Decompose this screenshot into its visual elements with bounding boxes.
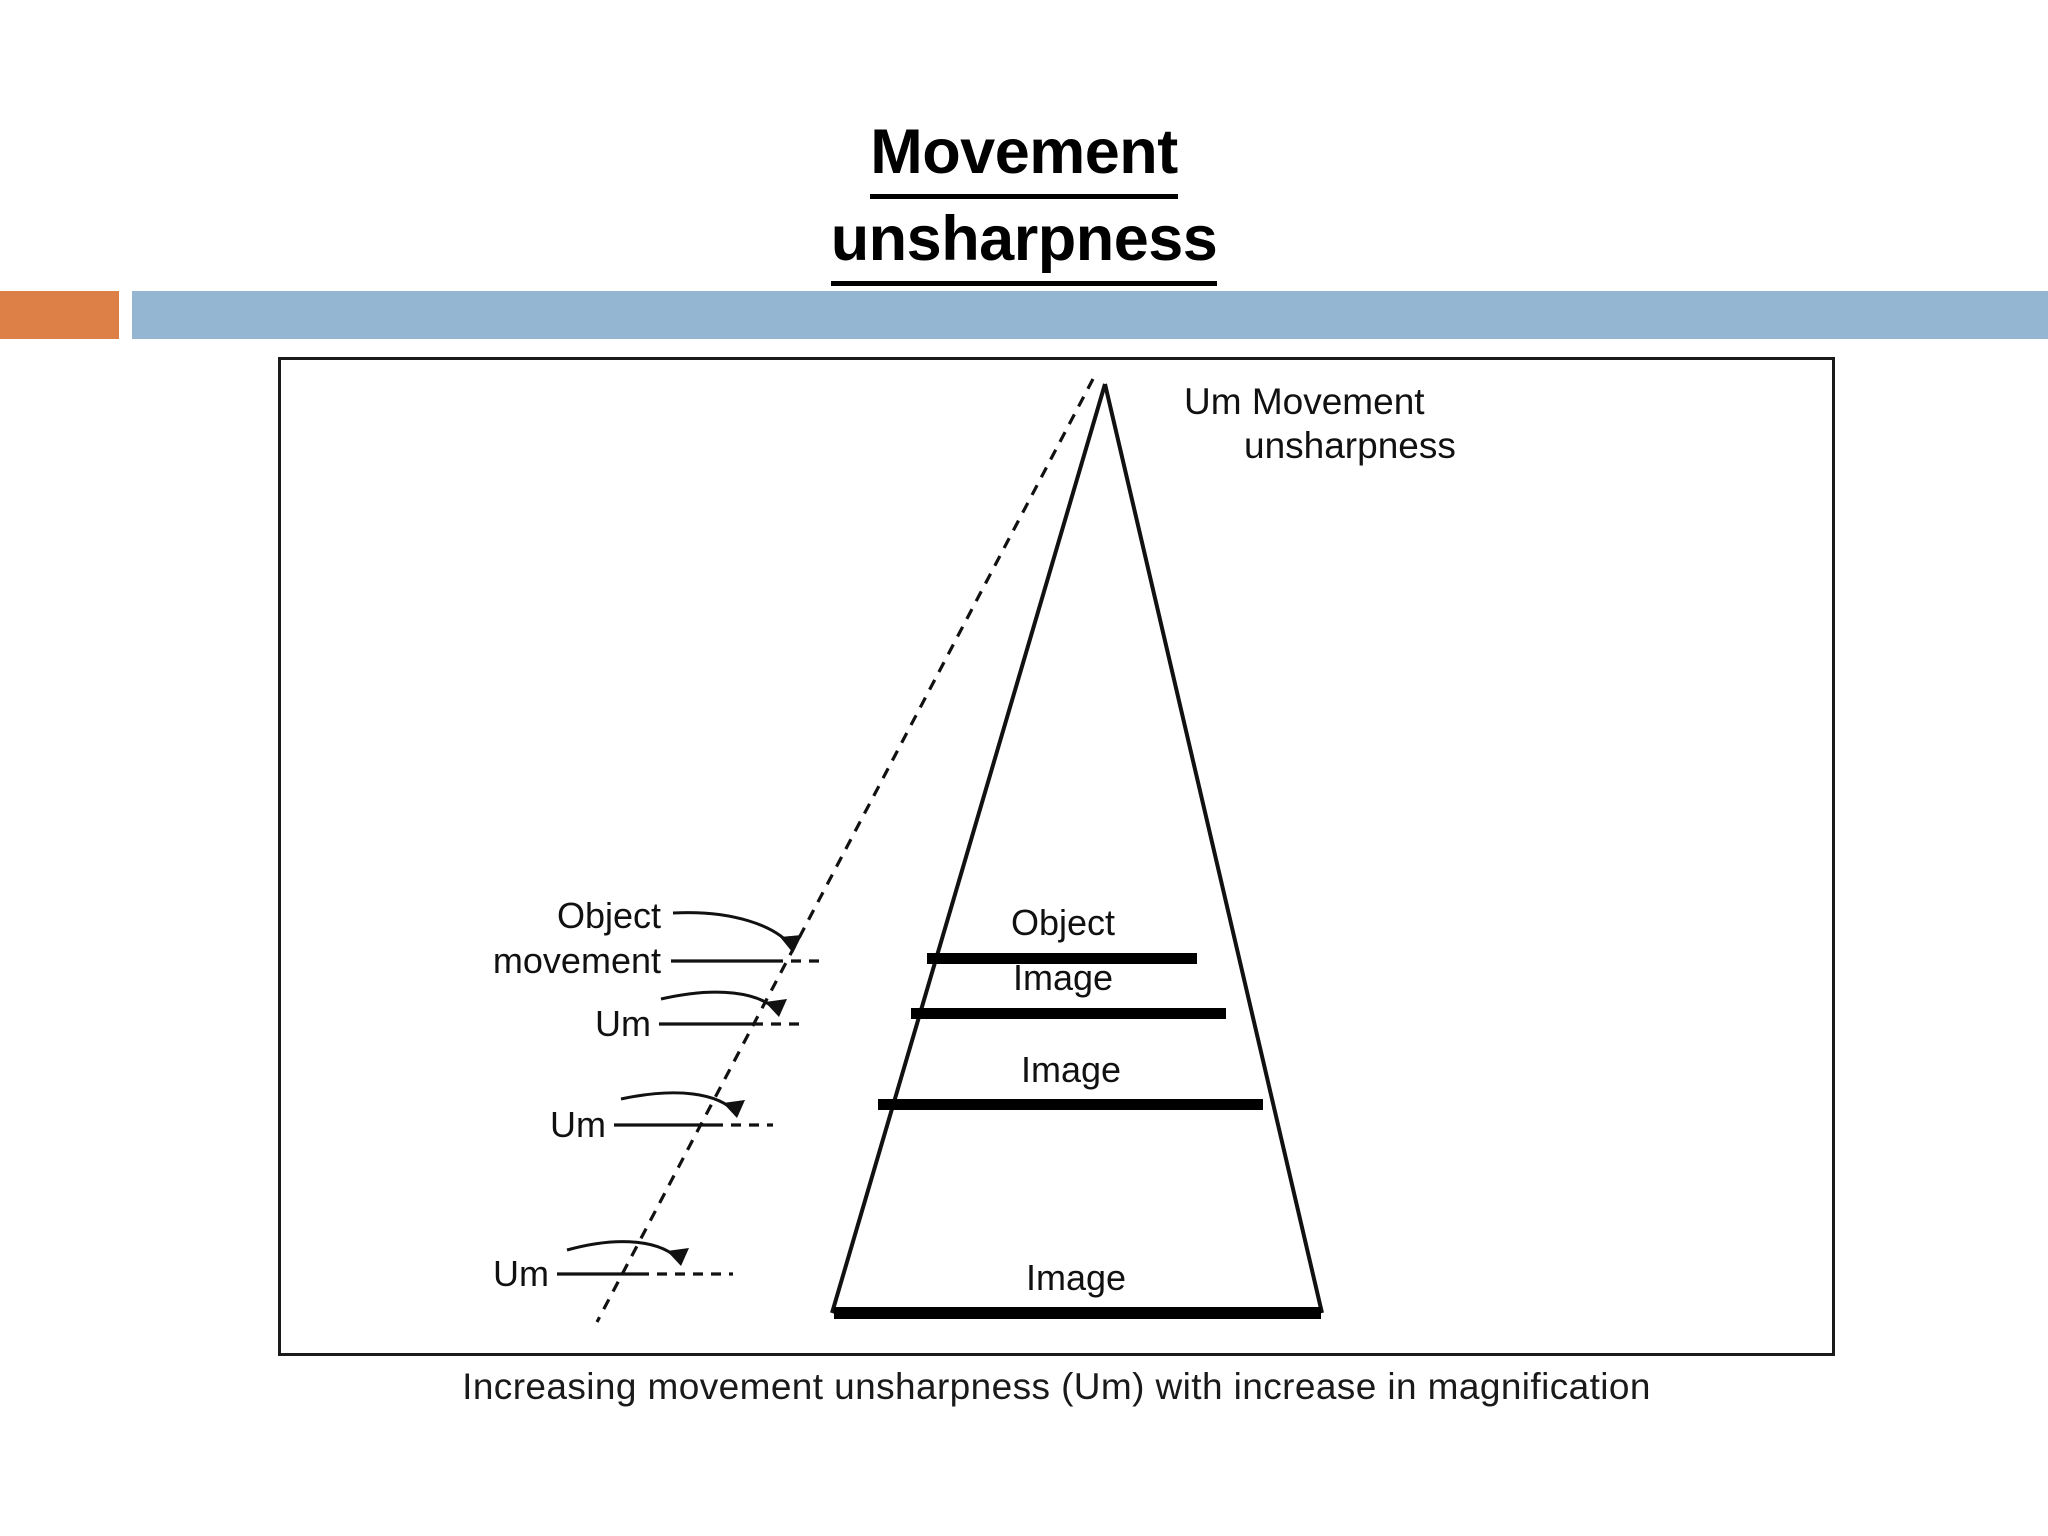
curved-arrow-um-3 xyxy=(566,1240,682,1263)
image-plane-bar-3 xyxy=(834,1307,1321,1319)
page-title-line-2-text: unsharpness xyxy=(830,199,1218,286)
arrowhead-um-2 xyxy=(723,1100,745,1118)
page-title-line-1: Movement xyxy=(0,112,2048,199)
figure-frame: Um Movement unsharpness Object Image Ima… xyxy=(278,357,1835,1356)
annotation-um-1: Um xyxy=(595,990,801,1044)
inner-label-image-2: Image xyxy=(1021,1049,1121,1090)
object-plane-bar xyxy=(927,953,1197,964)
figure-caption: Increasing movement unsharpness (Um) wit… xyxy=(462,1366,1651,1407)
inner-label-object: Object xyxy=(1011,902,1115,943)
arrowhead-um-1 xyxy=(765,999,787,1017)
apex-label-line-1: Um Movement xyxy=(1184,381,1425,422)
inner-label-image-1: Image xyxy=(1013,957,1113,998)
curved-arrow-um-2 xyxy=(620,1091,738,1115)
curved-arrow-object-movement xyxy=(672,911,795,949)
annotation-object-movement: Object movement xyxy=(493,895,821,981)
page-title-line-1-text: Movement xyxy=(870,112,1178,199)
page-title: Movement unsharpness xyxy=(0,112,2048,286)
accent-bar-blue xyxy=(132,291,2048,339)
accent-bar-orange xyxy=(0,291,119,339)
image-plane-bar-2 xyxy=(878,1099,1263,1110)
left-label-movement: movement xyxy=(493,940,661,981)
left-label-object: Object xyxy=(557,895,661,936)
annotation-um-2: Um xyxy=(550,1091,773,1145)
movement-unsharpness-diagram: Um Movement unsharpness Object Image Ima… xyxy=(493,378,1456,1323)
page-title-line-2: unsharpness xyxy=(0,199,2048,286)
object-movement-ray xyxy=(595,378,1095,1323)
inner-label-image-3: Image xyxy=(1026,1257,1126,1298)
triangle-right-edge xyxy=(1103,383,1324,1314)
curved-arrow-um-1 xyxy=(660,990,780,1014)
left-label-um-2: Um xyxy=(550,1104,606,1145)
apex-label-line-2: unsharpness xyxy=(1244,425,1456,466)
triangle-left-edge xyxy=(830,383,1107,1314)
left-label-um-3: Um xyxy=(493,1253,549,1294)
arrowhead-um-3 xyxy=(667,1248,689,1266)
left-label-um-1: Um xyxy=(595,1003,651,1044)
annotation-um-3: Um xyxy=(493,1240,733,1294)
image-plane-bar-1 xyxy=(911,1008,1226,1019)
arrowhead-object-movement xyxy=(780,935,802,953)
